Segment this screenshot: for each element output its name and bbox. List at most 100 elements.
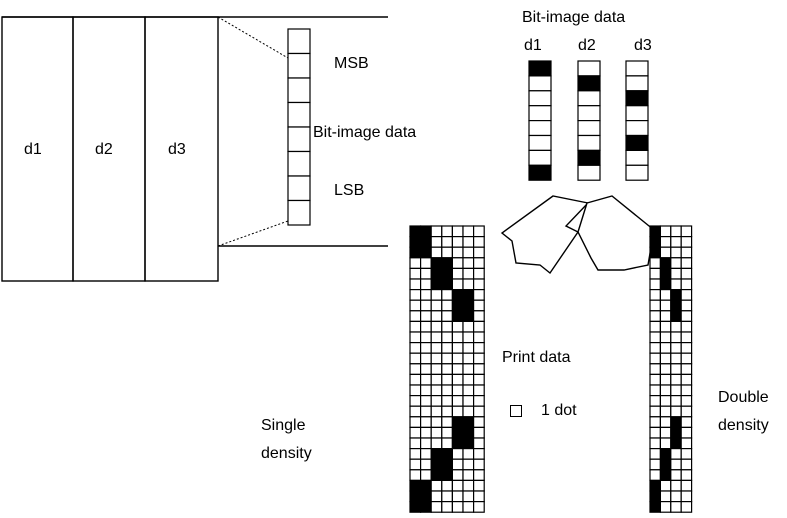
single-density-dot — [441, 363, 453, 375]
bytes-header-d2: d2 — [578, 37, 596, 54]
single-density-dot — [409, 278, 422, 291]
double-density-dot — [680, 289, 693, 301]
single-density-dot — [451, 289, 464, 301]
dot-legend-icon — [510, 405, 522, 417]
double-density-dot — [659, 448, 672, 460]
single-density-dot — [451, 342, 464, 354]
single-density-dot — [409, 342, 422, 354]
double-density-dot — [649, 278, 661, 291]
single-density-dot — [462, 395, 475, 407]
byte-bit-cell — [577, 90, 601, 107]
double-density-dot — [670, 267, 682, 280]
single-density-dot — [451, 501, 464, 513]
single-density-dot — [430, 405, 443, 418]
single-density-dot — [473, 257, 485, 269]
single-density-dot — [420, 501, 432, 513]
single-density-dot — [462, 246, 475, 259]
double-density-dot — [680, 469, 693, 481]
single-density-dot — [420, 363, 432, 375]
double-density-dot — [649, 437, 661, 450]
zoom-bit-cell — [287, 175, 311, 202]
double-density-dot — [680, 448, 693, 460]
single-density-dot — [420, 331, 432, 344]
byte-bit-cell — [625, 60, 649, 77]
single-density-dot — [430, 225, 443, 238]
double-density-dot — [680, 395, 693, 407]
double-density-dot — [670, 437, 682, 450]
single-density-dot — [473, 405, 485, 418]
single-density-dot — [420, 246, 432, 259]
single-density-dot — [473, 448, 485, 460]
single-density-dot — [462, 236, 475, 248]
single-density-dot — [462, 458, 475, 471]
single-density-dot — [420, 458, 432, 471]
double-density-dot — [659, 342, 672, 354]
single-density-dot — [420, 384, 432, 397]
single-density-dot — [420, 479, 432, 492]
double-density-dot — [680, 405, 693, 418]
double-density-dot — [680, 416, 693, 428]
single-density-dot — [441, 310, 453, 322]
arrow-single-density — [500, 195, 590, 275]
double-density-dot — [649, 469, 661, 481]
zoom-bit-cell — [287, 28, 311, 55]
single-density-dot — [462, 405, 475, 418]
zoom-bit-cell — [287, 52, 311, 79]
single-density-dot — [430, 257, 443, 269]
double-density-dot — [670, 299, 682, 312]
single-density-dot — [409, 458, 422, 471]
single-density-dot — [430, 458, 443, 471]
single-density-dot — [451, 490, 464, 503]
single-density-dot — [441, 395, 453, 407]
double-density-dot — [680, 299, 693, 312]
single-density-dot — [420, 352, 432, 365]
paper-block — [1, 16, 388, 282]
double-density-dot — [659, 278, 672, 291]
single-density-dot — [473, 501, 485, 513]
double-density-dot — [659, 299, 672, 312]
single-density-dot — [420, 405, 432, 418]
double-density-dot — [659, 289, 672, 301]
single-density-grid — [409, 225, 485, 513]
single-density-dot — [451, 267, 464, 280]
bytes-header-d3: d3 — [634, 37, 652, 54]
double-density-dot — [659, 320, 672, 333]
single-density-dot — [441, 225, 453, 238]
single-density-dot — [409, 236, 422, 248]
single-density-dot — [473, 278, 485, 291]
double-density-dot — [649, 490, 661, 503]
single-density-dot — [451, 437, 464, 450]
single-density-dot — [462, 437, 475, 450]
double-density-dot — [670, 225, 682, 238]
single-density-dot — [473, 426, 485, 439]
single-density-dot — [420, 236, 432, 248]
single-density-dot — [420, 426, 432, 439]
single-density-dot — [451, 373, 464, 386]
double-density-dot — [649, 448, 661, 460]
double-density-dot — [649, 352, 661, 365]
single-density-dot — [462, 289, 475, 301]
single-density-dot — [462, 373, 475, 386]
byte-bit-cell — [625, 134, 649, 151]
double-density-dot — [649, 320, 661, 333]
single-density-dot — [462, 363, 475, 375]
single-density-dot — [409, 405, 422, 418]
single-density-dot — [430, 437, 443, 450]
double-density-dot — [659, 373, 672, 386]
single-density-dot — [409, 384, 422, 397]
single-density-dot — [441, 448, 453, 460]
double-density-dot — [649, 289, 661, 301]
double-density-dot — [680, 310, 693, 322]
single-density-dot — [473, 416, 485, 428]
double-density-dot — [659, 236, 672, 248]
single-density-dot — [473, 267, 485, 280]
double-density-dot — [680, 246, 693, 259]
double-density-dot — [659, 437, 672, 450]
single-density-dot — [409, 257, 422, 269]
byte-bit-cell — [528, 60, 552, 77]
byte-bit-cell — [528, 75, 552, 92]
single-density-dot — [441, 267, 453, 280]
double-density-dot — [680, 363, 693, 375]
single-density-dot — [430, 501, 443, 513]
